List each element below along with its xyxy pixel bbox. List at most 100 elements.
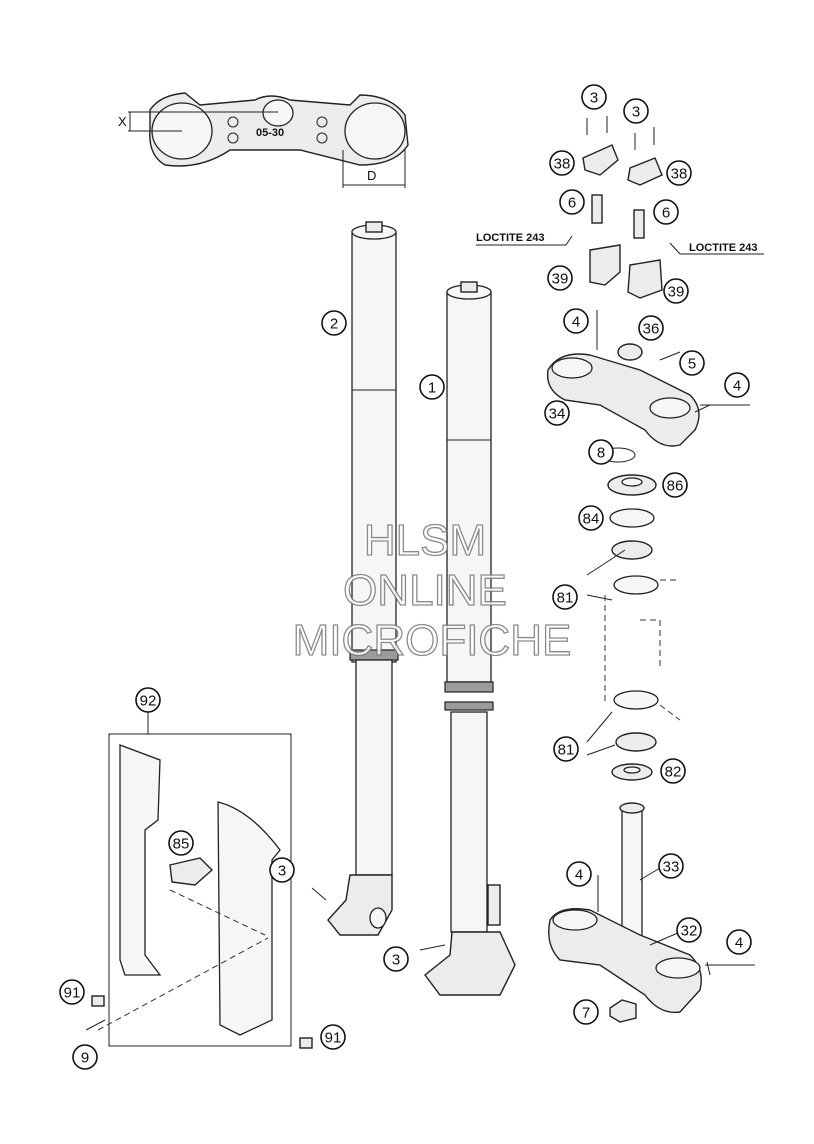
callout-39: 39 — [547, 265, 573, 291]
callout-38: 38 — [666, 160, 692, 186]
callout-label: 34 — [549, 406, 566, 423]
callout-circle — [573, 999, 599, 1025]
callout-36: 36 — [638, 315, 664, 341]
callout-label: 2 — [330, 316, 338, 333]
callout-label: 84 — [583, 511, 600, 528]
watermark-line-2: ONLINE — [343, 566, 507, 615]
callout-label: 4 — [572, 314, 580, 331]
callout-circle — [578, 505, 604, 531]
callout-label: 38 — [554, 156, 571, 173]
callout-4: 4 — [726, 929, 752, 955]
callout-circle — [581, 84, 607, 110]
callout-81: 81 — [553, 736, 579, 762]
callout-label: 33 — [663, 859, 680, 876]
callout-label: 32 — [681, 923, 698, 940]
callout-label: 82 — [665, 764, 682, 781]
callout-label: 4 — [733, 378, 741, 395]
callout-3: 3 — [383, 946, 409, 972]
callout-39: 39 — [663, 278, 689, 304]
callout-label: 81 — [557, 590, 574, 607]
callout-circle — [320, 1024, 346, 1050]
callout-label: 8 — [597, 445, 605, 462]
triple-clamp-detail: X D 05-30 — [118, 92, 409, 188]
watermark-line-3: MICROFICHE — [293, 616, 572, 665]
callout-circle — [724, 372, 750, 398]
callout-34: 34 — [544, 400, 570, 426]
callout-32: 32 — [676, 917, 702, 943]
callout-4: 4 — [566, 861, 592, 887]
fasteners — [85, 887, 446, 1049]
callout-circle — [559, 189, 585, 215]
callout-label: 9 — [81, 1050, 89, 1067]
callout-label: 91 — [325, 1030, 342, 1047]
callout-circle — [135, 687, 161, 713]
callout-label: 91 — [64, 985, 81, 1002]
callout-91: 91 — [59, 979, 85, 1005]
callout-circle — [547, 265, 573, 291]
callout-label: 3 — [632, 104, 640, 121]
callout-label: 85 — [173, 836, 190, 853]
callout-circle — [59, 979, 85, 1005]
callout-circle — [663, 278, 689, 304]
callout-82: 82 — [660, 758, 686, 784]
callout-label: 92 — [140, 693, 157, 710]
fork-leg-1 — [424, 281, 516, 996]
callout-label: 6 — [568, 195, 576, 212]
callout-circle — [566, 861, 592, 887]
callout-circle — [662, 472, 688, 498]
callout-circle — [660, 758, 686, 784]
handlebar-clamp-hardware: LOCTITE 243 LOCTITE 243 — [476, 116, 764, 299]
callout-8: 8 — [588, 439, 614, 465]
callout-86: 86 — [662, 472, 688, 498]
callout-label: 6 — [662, 205, 670, 222]
callout-81: 81 — [552, 584, 578, 610]
callout-label: 5 — [688, 356, 696, 373]
callout-33: 33 — [658, 853, 684, 879]
callout-label: 4 — [575, 867, 583, 884]
callout-6: 6 — [653, 199, 679, 225]
upper-triple-clamp — [546, 310, 750, 447]
loctite-right-label: LOCTITE 243 — [689, 242, 757, 254]
callout-circle — [321, 310, 347, 336]
callout-label: 3 — [590, 90, 598, 107]
callout-label: 39 — [668, 284, 685, 301]
callout-1: 1 — [419, 374, 445, 400]
callout-label: 39 — [552, 271, 569, 288]
callout-3: 3 — [623, 98, 649, 124]
lower-triple-clamp — [548, 802, 755, 1023]
callout-circle — [588, 439, 614, 465]
callout-circle — [553, 736, 579, 762]
callout-label: 86 — [667, 478, 684, 495]
callout-label: 3 — [278, 863, 286, 880]
callout-91: 91 — [320, 1024, 346, 1050]
steering-bearings — [600, 447, 681, 781]
callout-label: 7 — [582, 1005, 590, 1022]
callout-85: 85 — [168, 830, 194, 856]
callout-label: 36 — [643, 321, 660, 338]
callout-circle — [419, 374, 445, 400]
callout-label: 81 — [558, 742, 575, 759]
callout-circle — [658, 853, 684, 879]
callout-5: 5 — [679, 350, 705, 376]
fork-leg-2 — [327, 221, 399, 936]
fork-guard-set — [97, 733, 292, 1047]
callout-label: 3 — [392, 952, 400, 969]
callout-circle — [726, 929, 752, 955]
callout-circle — [653, 199, 679, 225]
callout-circle — [549, 150, 575, 176]
callout-circle — [563, 308, 589, 334]
watermark-line-1: HLSM — [364, 516, 486, 565]
callout-6: 6 — [559, 189, 585, 215]
callout-circle — [666, 160, 692, 186]
callout-label: 38 — [671, 166, 688, 183]
callout-circle — [623, 98, 649, 124]
callout-circle — [679, 350, 705, 376]
leader-lines — [147, 404, 711, 976]
callout-9: 9 — [72, 1044, 98, 1070]
callout-circle — [544, 400, 570, 426]
callout-38: 38 — [549, 150, 575, 176]
callout-circle — [72, 1044, 98, 1070]
callout-3: 3 — [269, 857, 295, 883]
